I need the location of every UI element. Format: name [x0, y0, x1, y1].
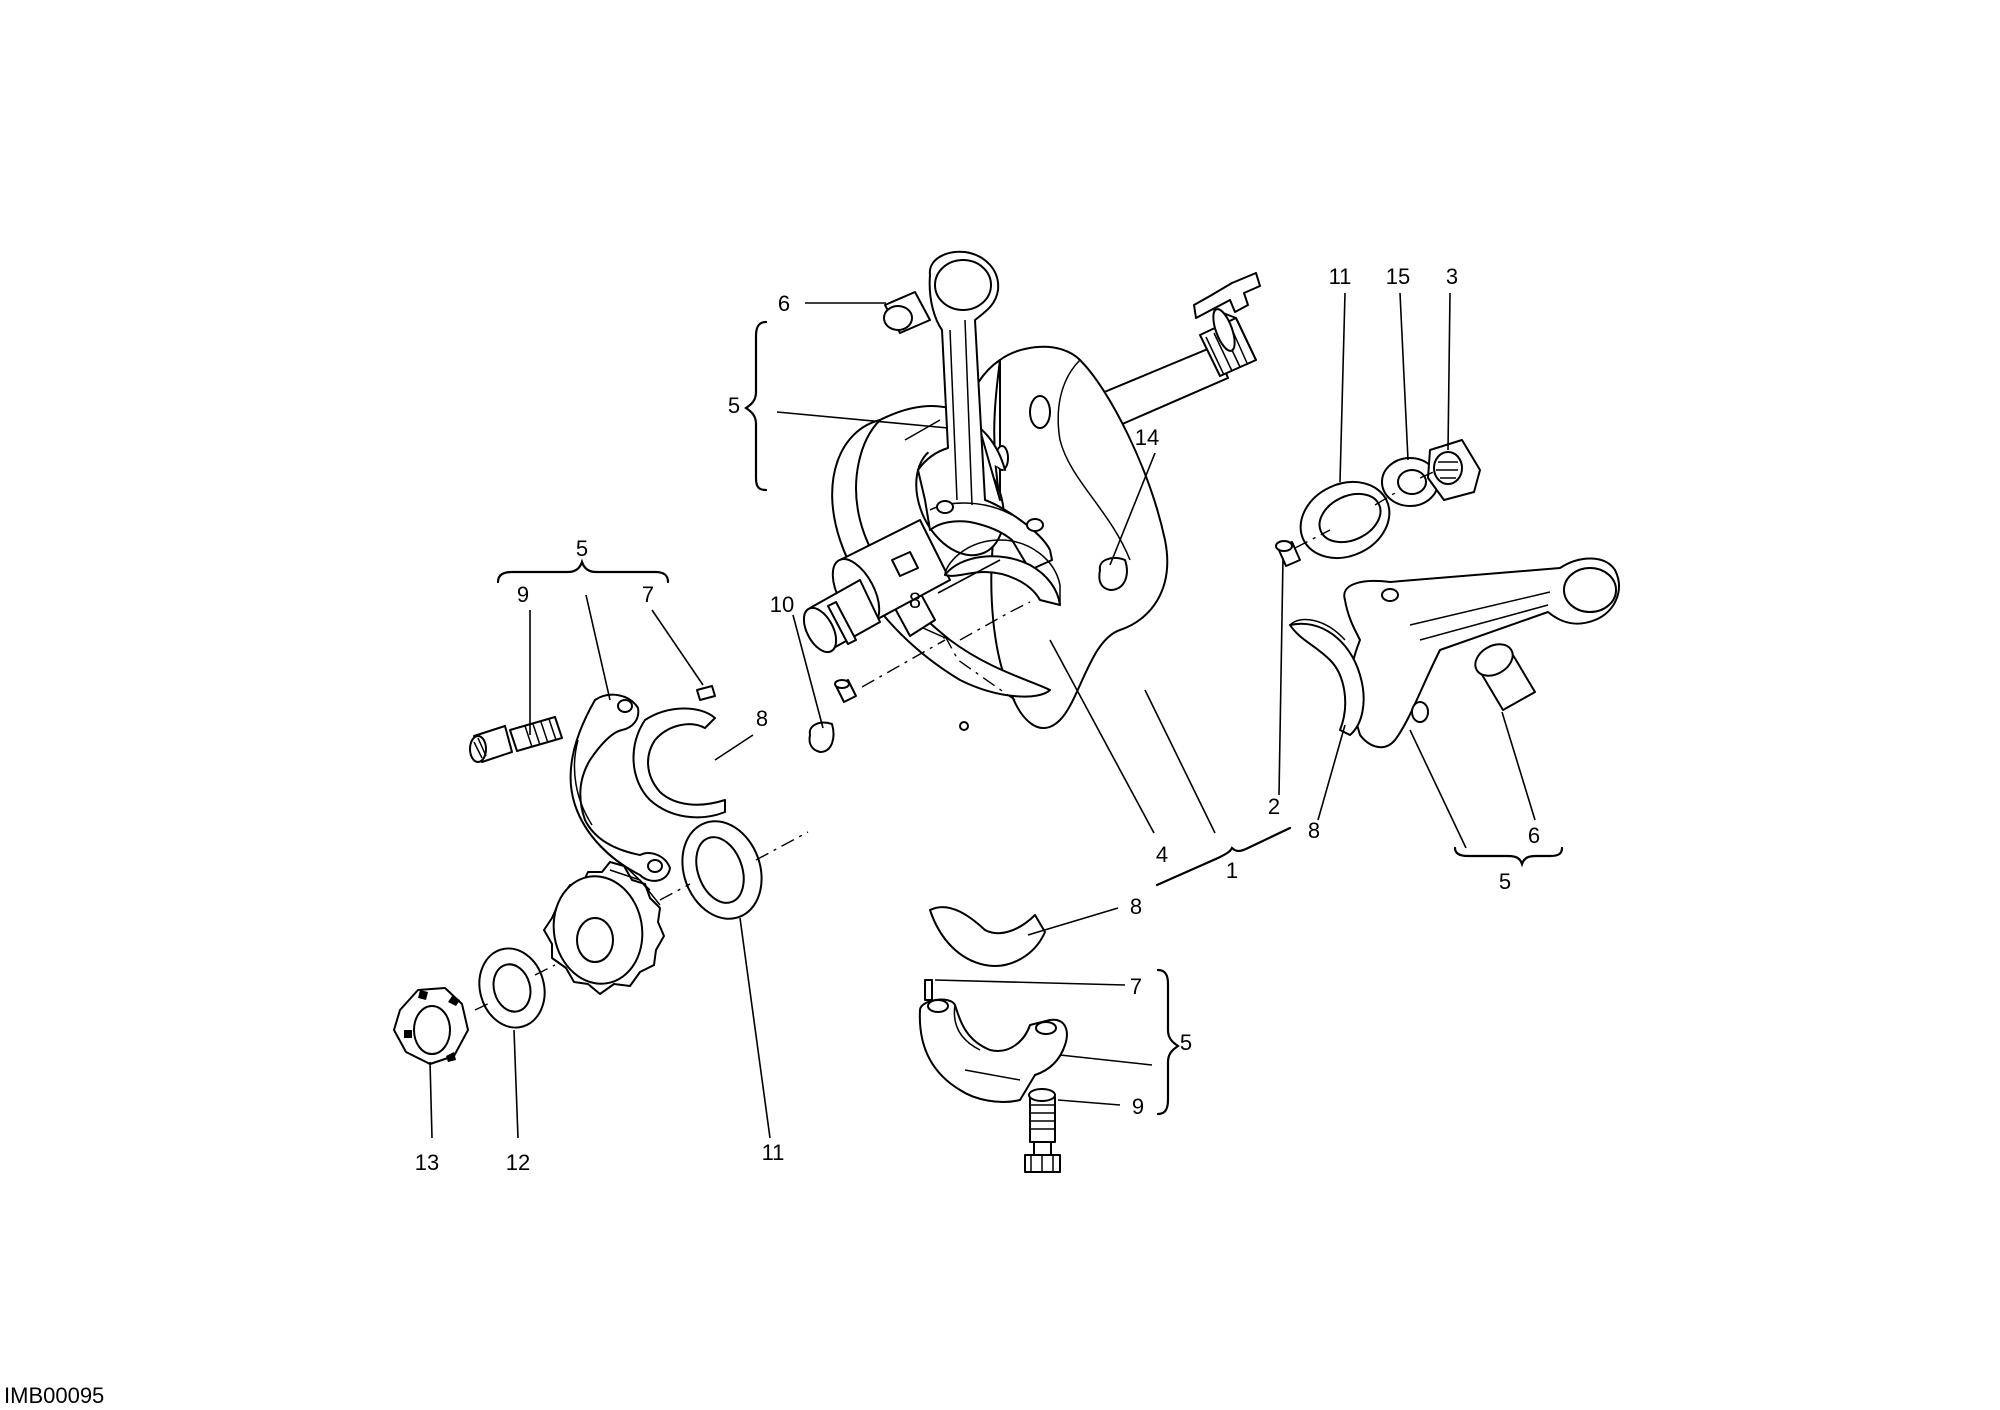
bearing-shell-bottom: [929, 906, 1046, 967]
nut-13: [393, 987, 469, 1065]
woodruff-key-10: [808, 721, 835, 753]
callout-1: 1: [1226, 858, 1238, 883]
callout-5-right: 5: [1499, 869, 1511, 894]
callout-10: 10: [770, 592, 794, 617]
callout-8-top: 8: [909, 588, 921, 613]
bearing-shell-right: [1289, 622, 1365, 736]
crankshaft: [802, 272, 1261, 731]
timing-gear: [543, 861, 665, 995]
right-axis-line: [1294, 469, 1439, 549]
connecting-rod-top: [883, 250, 1053, 571]
callout-8-left: 8: [756, 706, 768, 731]
callout-labels: 6 5 14 8 11 15 3 5 9 7 8 10 4 1 2 8 6 5 …: [415, 264, 1540, 1175]
braces: [496, 320, 1564, 1116]
bearing-shell-left: [632, 707, 726, 819]
callout-8-right: 8: [1308, 818, 1320, 843]
rod-cap-left: [569, 693, 671, 882]
woodruff-key-14: [1098, 557, 1128, 591]
callout-11-top: 11: [1329, 264, 1352, 289]
rod-cap-bottom: [918, 998, 1068, 1103]
callout-5-top: 5: [728, 393, 740, 418]
drawing-code: IMB00095: [4, 1383, 104, 1408]
nut-3: [1427, 439, 1481, 501]
callout-15: 15: [1386, 264, 1410, 289]
washer-12: [478, 947, 546, 1029]
callout-8-bottom: 8: [1130, 894, 1142, 919]
callout-11-bottom: 11: [762, 1140, 785, 1165]
left-shaft-axis: [474, 831, 809, 1011]
callout-9-left: 9: [517, 582, 529, 607]
callout-6-right: 6: [1528, 823, 1540, 848]
callout-4: 4: [1156, 842, 1168, 867]
callout-2: 2: [1268, 794, 1280, 819]
callout-5-bottom: 5: [1180, 1030, 1192, 1055]
callout-12: 12: [506, 1150, 530, 1175]
callout-7-left: 7: [642, 582, 654, 607]
plug-axis-line: [861, 635, 1016, 701]
bolt-9-bottom: [1024, 1088, 1061, 1173]
washer-11-top: [1299, 481, 1391, 559]
callout-5-left: 5: [576, 536, 588, 561]
callout-3: 3: [1446, 264, 1458, 289]
callout-9-bottom: 9: [1132, 1094, 1144, 1119]
bolt-9-left: [469, 716, 563, 763]
connecting-rod-right: [1343, 557, 1620, 749]
callout-7-bottom: 7: [1130, 974, 1142, 999]
callout-13: 13: [415, 1150, 439, 1175]
washer-15: [1381, 457, 1439, 507]
leader-lines: [429, 292, 1536, 1139]
dowel-pin-7-bottom: [924, 979, 933, 1001]
washer-11-bottom: [681, 820, 763, 920]
callout-6-top: 6: [778, 291, 790, 316]
dowel-pin-7-left: [696, 685, 716, 701]
callout-14: 14: [1135, 425, 1159, 450]
